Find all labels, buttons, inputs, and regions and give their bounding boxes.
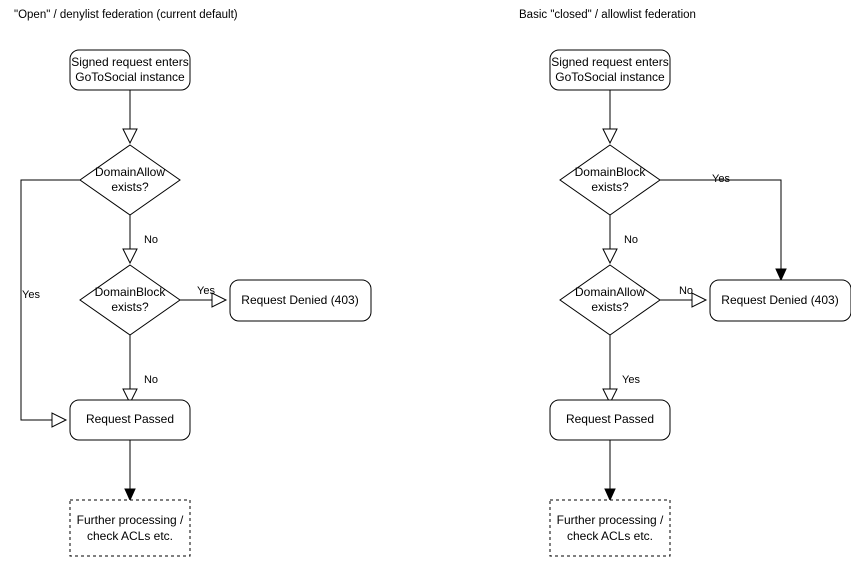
right-decision2-label-line1: DomainAllow: [575, 285, 645, 299]
right-edge-domainblock-no: No: [602, 215, 638, 265]
left-denied-box[interactable]: [229, 279, 372, 322]
right-entry-label-line2: GoToSocial instance: [555, 70, 665, 84]
left-edge-domainallow-yes: Yes: [20, 179, 80, 428]
right-denied-box[interactable]: [709, 279, 851, 322]
left-entry-label-line2: GoToSocial instance: [75, 70, 185, 84]
right-further-box[interactable]: [549, 499, 671, 557]
left-decision2-label-line2: exists?: [111, 300, 149, 314]
right-node-request-passed[interactable]: Request Passed: [549, 399, 671, 441]
right-decision2-label-line2: exists?: [591, 300, 629, 314]
left-node-domainallow-decision[interactable]: DomainAllow exists?: [79, 144, 181, 216]
right-further-label-line2: check ACLs etc.: [567, 529, 653, 543]
left-further-box[interactable]: [69, 499, 191, 557]
right-diagram-title: Basic "closed" / allowlist federation: [519, 9, 696, 21]
diagram-closed-allowlist: Basic "closed" / allowlist federation Si…: [519, 9, 851, 557]
left-edge-label-block-no: No: [144, 374, 158, 386]
left-entry-label-line1: Signed request enters: [71, 55, 188, 69]
left-edge-entry-to-domainallow: [122, 90, 138, 145]
left-node-request-denied[interactable]: Request Denied (403): [229, 279, 372, 322]
left-further-label-line1: Further processing /: [77, 513, 184, 527]
right-decision1-label-line1: DomainBlock: [575, 165, 647, 179]
left-node-domainblock-decision[interactable]: DomainBlock exists?: [79, 264, 181, 336]
right-entry-label-line1: Signed request enters: [551, 55, 668, 69]
right-node-request-denied[interactable]: Request Denied (403): [709, 279, 851, 322]
right-edge-entry-to-domainblock: [602, 90, 618, 145]
right-denied-label: Request Denied (403): [721, 293, 838, 307]
left-edge-domainallow-no: No: [122, 215, 158, 265]
left-node-signed-request[interactable]: Signed request enters GoToSocial instanc…: [69, 49, 191, 91]
left-decision1-label-line1: DomainAllow: [95, 165, 165, 179]
right-decision1-label-line2: exists?: [591, 180, 629, 194]
right-edge-label-block-no: No: [624, 234, 638, 246]
left-edge-passed-to-further: [124, 440, 136, 502]
left-decision2-label-line1: DomainBlock: [95, 285, 167, 299]
right-edge-label-allow-yes: Yes: [622, 374, 640, 386]
right-edge-label-allow-no: No: [679, 285, 693, 297]
left-decision1-label-line2: exists?: [111, 180, 149, 194]
left-denied-label: Request Denied (403): [241, 293, 358, 307]
left-edge-domainblock-yes: Yes: [180, 285, 228, 308]
left-node-request-passed[interactable]: Request Passed: [69, 399, 191, 441]
left-passed-label: Request Passed: [86, 412, 174, 426]
left-diagram-title: "Open" / denylist federation (current de…: [14, 9, 238, 21]
right-node-further-processing[interactable]: Further processing / check ACLs etc.: [549, 499, 671, 557]
right-edge-domainallow-yes: Yes: [602, 335, 640, 405]
left-edge-label-allow-yes: Yes: [22, 289, 40, 301]
right-passed-label: Request Passed: [566, 412, 654, 426]
left-node-further-processing[interactable]: Further processing / check ACLs etc.: [69, 499, 191, 557]
right-edge-label-block-yes: Yes: [712, 173, 730, 185]
right-node-domainallow-decision[interactable]: DomainAllow exists?: [559, 264, 661, 336]
right-node-signed-request[interactable]: Signed request enters GoToSocial instanc…: [549, 49, 671, 91]
left-edge-label-block-yes: Yes: [197, 285, 215, 297]
right-edge-domainblock-yes: Yes: [660, 173, 787, 282]
right-further-label-line1: Further processing /: [557, 513, 664, 527]
left-further-label-line2: check ACLs etc.: [87, 529, 173, 543]
right-node-domainblock-decision[interactable]: DomainBlock exists?: [559, 144, 661, 216]
diagram-open-denylist: "Open" / denylist federation (current de…: [14, 9, 372, 557]
right-edge-domainallow-no: No: [660, 285, 708, 308]
right-edge-passed-to-further: [604, 440, 616, 502]
left-edge-label-allow-no: No: [144, 234, 158, 246]
left-edge-domainblock-no: No: [122, 335, 158, 405]
